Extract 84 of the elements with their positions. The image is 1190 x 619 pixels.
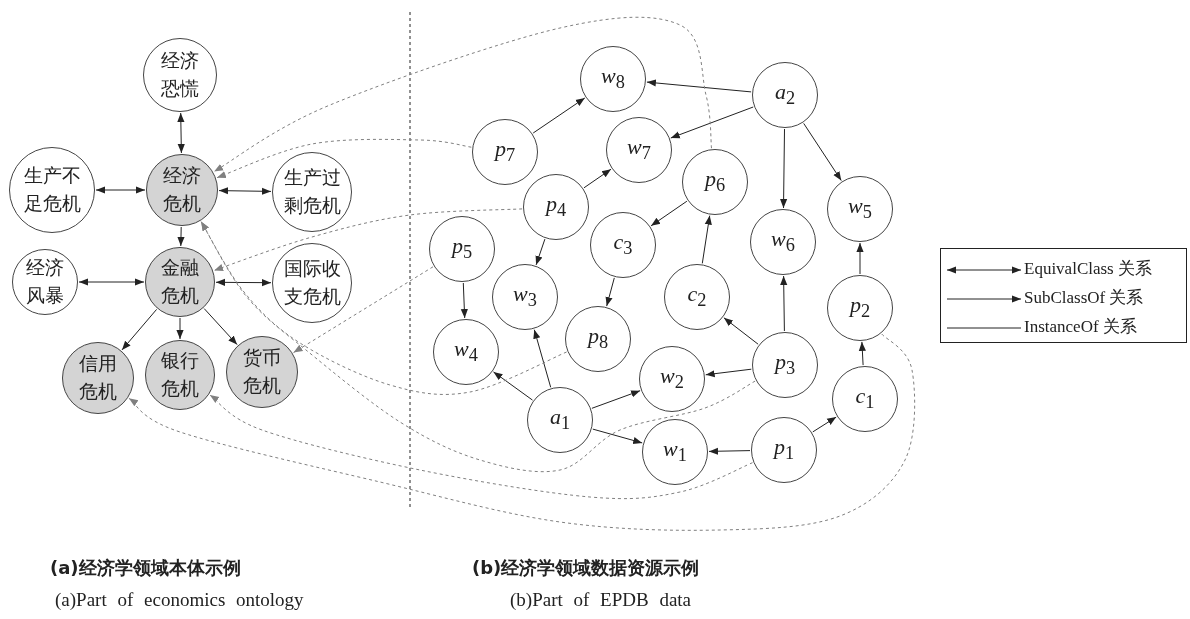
node-label: a$_{2}$ xyxy=(774,78,796,111)
arrow xyxy=(701,215,712,264)
node-label: 国际收支危机 xyxy=(282,257,342,309)
arrow xyxy=(215,278,272,287)
node-label: 经济危机 xyxy=(162,164,202,216)
node-label: 银行危机 xyxy=(160,349,200,401)
arrow xyxy=(177,226,185,247)
node-label: w$_{8}$ xyxy=(601,62,625,95)
arrow xyxy=(533,329,552,388)
node-label: 信用危机 xyxy=(78,352,118,404)
dashed-arrow xyxy=(213,16,712,173)
arrow xyxy=(646,79,752,93)
node-label: c$_{2}$ xyxy=(687,280,707,313)
arrow xyxy=(670,106,754,139)
arrow xyxy=(121,308,158,351)
node-label: 生产过剩危机 xyxy=(282,166,342,218)
caption: (a)经济学领域本体示例 xyxy=(50,556,241,580)
arrow xyxy=(780,275,788,332)
instance-circle xyxy=(429,216,495,282)
node-label: w$_{2}$ xyxy=(660,362,684,395)
arrow xyxy=(532,97,586,134)
dashed-arrow xyxy=(213,208,523,271)
arrow xyxy=(780,128,788,209)
arrow xyxy=(708,447,751,455)
dashed-arrow xyxy=(209,394,753,500)
arrow xyxy=(78,278,145,286)
node-label: w$_{3}$ xyxy=(513,280,537,313)
legend-text: InstanceOf 关系 xyxy=(1024,316,1137,338)
legend-text: SubClassOf 关系 xyxy=(1024,287,1144,309)
concept-circle xyxy=(145,247,215,317)
legend-text: EquivalClass 关系 xyxy=(1024,258,1152,280)
instance-circle xyxy=(642,419,708,485)
node-label: p$_{7}$ xyxy=(494,135,516,168)
arrow xyxy=(177,112,185,154)
node-label: p$_{8}$ xyxy=(587,322,609,355)
arrow xyxy=(858,341,866,366)
node-label: 生产不足危机 xyxy=(22,164,82,216)
node-label: p$_{5}$ xyxy=(451,232,473,265)
node-label: 经济恐慌 xyxy=(160,49,200,101)
arrow xyxy=(95,186,146,194)
node-label: 金融危机 xyxy=(160,256,200,308)
arrow xyxy=(856,242,864,275)
node-label: w$_{7}$ xyxy=(627,133,651,166)
node-label: w$_{1}$ xyxy=(663,435,687,468)
arrow xyxy=(176,317,184,340)
dashed-arrow xyxy=(128,333,916,531)
arrow xyxy=(605,277,615,307)
node-label: 货币危机 xyxy=(242,346,282,398)
dashed-arrow xyxy=(200,221,756,473)
node-label: w$_{4}$ xyxy=(454,335,478,368)
dashed-arrow xyxy=(200,221,568,395)
caption: (a)Part of economics ontology xyxy=(55,589,304,611)
concept-circle xyxy=(272,243,352,323)
node-label: w$_{5}$ xyxy=(848,192,872,225)
arrow xyxy=(723,317,759,345)
arrow xyxy=(203,308,238,346)
node-label: w$_{6}$ xyxy=(771,225,795,258)
arrow xyxy=(493,371,533,401)
arrow xyxy=(592,428,643,444)
dashed-arrow xyxy=(293,266,434,354)
node-label: p$_{3}$ xyxy=(774,348,796,381)
node-label: p$_{2}$ xyxy=(849,291,871,324)
node-label: p$_{4}$ xyxy=(545,190,567,223)
arrow xyxy=(583,168,612,189)
node-label: c$_{3}$ xyxy=(613,228,633,261)
concept-circle xyxy=(226,336,298,408)
arrow xyxy=(218,187,272,195)
dashed-arrow xyxy=(216,138,472,179)
node-label: c$_{1}$ xyxy=(855,382,875,415)
node-label: p$_{1}$ xyxy=(773,433,795,466)
instance-circle xyxy=(527,387,593,453)
arrow xyxy=(812,416,837,433)
node-label: p$_{6}$ xyxy=(704,165,726,198)
arrow xyxy=(460,282,468,319)
arrow xyxy=(535,238,546,266)
arrow xyxy=(591,390,641,409)
instance-circle xyxy=(523,174,589,240)
node-label: a$_{1}$ xyxy=(549,403,571,436)
arrow xyxy=(705,368,752,378)
arrow xyxy=(650,200,688,227)
node-label: 经济风暴 xyxy=(25,256,65,308)
caption: (b)Part of EPDB data xyxy=(510,589,692,611)
arrow xyxy=(803,122,842,182)
caption: (b)经济学领域数据资源示例 xyxy=(472,556,700,580)
